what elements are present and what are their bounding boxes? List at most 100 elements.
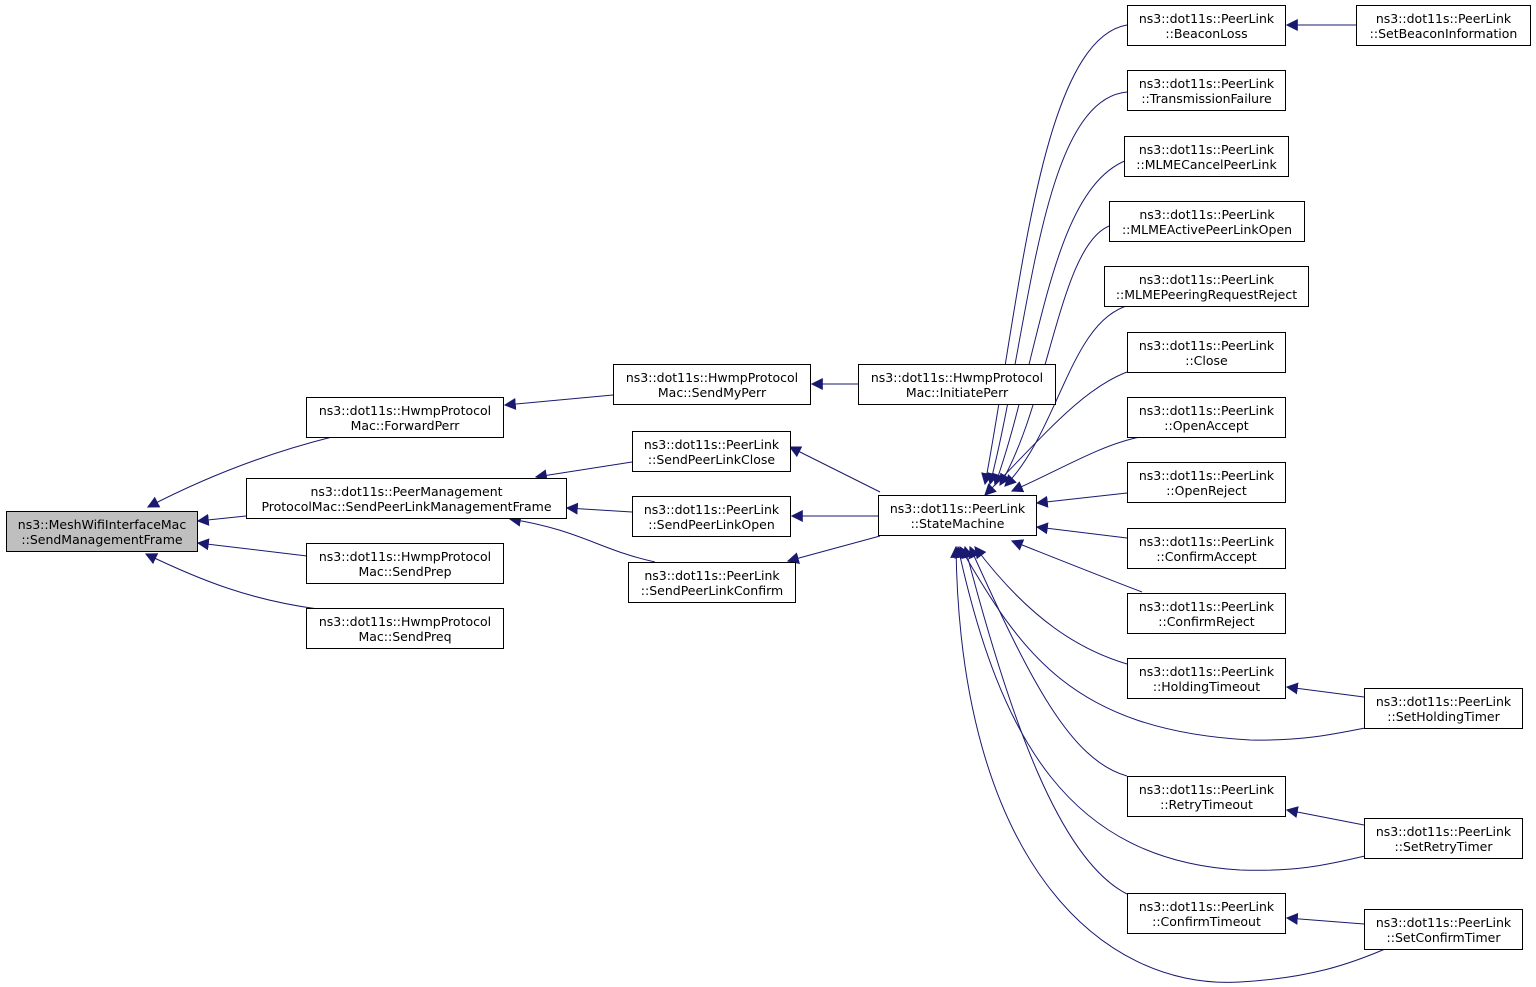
edge-sendpreq-root (144, 553, 319, 610)
edge-setholding-sm (959, 545, 1366, 741)
edge-splclose-spmgmt (534, 461, 633, 482)
edge-confaccept-sm (1035, 522, 1128, 539)
node-line-2: Mac::ForwardPerr (350, 417, 460, 433)
node-line-1: ns3::dot11s::PeerLink (1138, 781, 1275, 797)
edge-setholding-holdto (1285, 682, 1365, 698)
node-line-1: ns3::dot11s::PeerLink (643, 436, 780, 452)
node-line-1: ns3::dot11s::PeerManagement (310, 483, 503, 499)
node-mlme-peering-request-reject[interactable]: ns3::dot11s::PeerLink ::MLMEPeeringReque… (1104, 266, 1309, 307)
edge-sendprep-root (196, 538, 308, 557)
node-open-reject[interactable]: ns3::dot11s::PeerLink ::OpenReject (1127, 462, 1286, 503)
node-line-2: Mac::SendMyPerr (657, 384, 767, 400)
node-open-accept[interactable]: ns3::dot11s::PeerLink ::OpenAccept (1127, 397, 1286, 438)
node-holding-timeout[interactable]: ns3::dot11s::PeerLink ::HoldingTimeout (1127, 658, 1286, 699)
edge-confto-sm (961, 545, 1128, 895)
node-line-2: ::BeaconLoss (1165, 25, 1248, 41)
node-line-1: ns3::dot11s::PeerLink (644, 567, 780, 583)
node-line-1: ns3::dot11s::PeerLink (1138, 467, 1275, 483)
node-line-1: ns3::dot11s::PeerLink (643, 501, 780, 517)
node-line-1: ns3::dot11s::PeerLink (1138, 533, 1275, 549)
edge-setretry-sm (954, 545, 1366, 871)
node-line-2: ::HoldingTimeout (1152, 678, 1261, 694)
node-line-1: ns3::dot11s::PeerLink (1138, 271, 1275, 287)
node-line-2: ::MLMEPeeringRequestReject (1115, 286, 1298, 302)
edge-setconfirm-confto (1285, 912, 1365, 925)
node-line-2: Mac::SendPreq (358, 628, 452, 644)
node-forward-perr[interactable]: ns3::dot11s::HwmpProtocol Mac::ForwardPe… (306, 397, 504, 438)
edge-mlmereject-sm (1004, 304, 1131, 487)
node-line-1: ns3::dot11s::PeerLink (1139, 206, 1275, 222)
node-line-1: ns3::dot11s::PeerLink (1375, 914, 1512, 930)
node-send-peer-link-confirm[interactable]: ns3::dot11s::PeerLink ::SendPeerLinkConf… (628, 562, 796, 603)
node-line-1: ns3::dot11s::PeerLink (1375, 823, 1512, 839)
node-send-peer-link-open[interactable]: ns3::dot11s::PeerLink ::SendPeerLinkOpen (632, 496, 791, 537)
node-line-2: ProtocolMac::SendPeerLinkManagementFrame (261, 498, 552, 514)
node-line-2: ::TransmissionFailure (1141, 90, 1272, 106)
edge-fwdperr-root (146, 436, 333, 508)
node-send-prep[interactable]: ns3::dot11s::HwmpProtocol Mac::SendPrep (306, 543, 504, 584)
node-line-2: ::ConfirmReject (1158, 613, 1255, 629)
node-line-1: ns3::dot11s::PeerLink (1138, 141, 1275, 157)
node-beacon-loss[interactable]: ns3::dot11s::PeerLink ::BeaconLoss (1127, 5, 1286, 46)
node-send-peer-link-close[interactable]: ns3::dot11s::PeerLink ::SendPeerLinkClos… (632, 431, 791, 472)
node-send-my-perr[interactable]: ns3::dot11s::HwmpProtocol Mac::SendMyPer… (613, 364, 811, 405)
node-retry-timeout[interactable]: ns3::dot11s::PeerLink ::RetryTimeout (1127, 776, 1286, 817)
node-initiate-perr[interactable]: ns3::dot11s::HwmpProtocol Mac::InitiateP… (858, 364, 1056, 405)
edge-confreject-sm (1010, 539, 1143, 593)
edge-splopen-spmgmt (565, 502, 633, 515)
node-line-2: ::OpenReject (1166, 482, 1247, 498)
node-line-2: ::OpenAccept (1164, 417, 1249, 433)
node-line-1: ns3::dot11s::HwmpProtocol (318, 402, 492, 418)
edge-mlmeactive-sm (999, 224, 1113, 487)
node-line-1: ns3::dot11s::PeerLink (889, 500, 1026, 516)
edge-openaccept-sm (1010, 436, 1141, 493)
edge-statemach-splclose (788, 446, 881, 493)
node-confirm-reject[interactable]: ns3::dot11s::PeerLink ::ConfirmReject (1127, 593, 1286, 634)
node-line-2: ::ConfirmAccept (1156, 548, 1257, 564)
node-line-2: ::SetBeaconInformation (1369, 25, 1518, 41)
node-confirm-timeout[interactable]: ns3::dot11s::PeerLink ::ConfirmTimeout (1127, 893, 1286, 934)
edge-holdto-sm (974, 546, 1128, 665)
node-send-peer-link-management-frame[interactable]: ns3::dot11s::PeerManagement ProtocolMac:… (246, 478, 567, 519)
node-line-2: ::RetryTimeout (1160, 796, 1253, 812)
node-confirm-accept[interactable]: ns3::dot11s::PeerLink ::ConfirmAccept (1127, 528, 1286, 569)
node-mlme-active-peer-link-open[interactable]: ns3::dot11s::PeerLink ::MLMEActivePeerLi… (1109, 201, 1305, 242)
node-line-2: ::SendPeerLinkClose (647, 451, 776, 467)
edge-close-sm (984, 371, 1128, 496)
node-state-machine[interactable]: ns3::dot11s::PeerLink ::StateMachine (878, 495, 1037, 536)
edge-splconfirm-spmgmt (508, 514, 656, 563)
node-line-1: ns3::dot11s::HwmpProtocol (870, 369, 1044, 385)
edge-openreject-sm (1035, 492, 1128, 508)
node-close[interactable]: ns3::dot11s::PeerLink ::Close (1127, 332, 1286, 373)
node-set-confirm-timer[interactable]: ns3::dot11s::PeerLink ::SetConfirmTimer (1364, 909, 1523, 950)
node-line-1: ns3::dot11s::PeerLink (1138, 898, 1275, 914)
edge-sendmyperr-fwdperr (503, 394, 614, 410)
node-line-2: ::MLMEActivePeerLinkOpen (1121, 221, 1293, 237)
node-transmission-failure[interactable]: ns3::dot11s::PeerLink ::TransmissionFail… (1127, 70, 1286, 111)
edge-statemach-splconfirm (786, 535, 881, 564)
edge-spmgmt-root (196, 513, 247, 526)
node-send-preq[interactable]: ns3::dot11s::HwmpProtocol Mac::SendPreq (306, 608, 504, 649)
edge-retryto-sm (968, 545, 1128, 777)
node-line-2: ::SendManagementFrame (21, 531, 183, 547)
node-send-management-frame: ns3::MeshWifiInterfaceMac ::SendManageme… (6, 511, 198, 552)
node-line-1: ns3::MeshWifiInterfaceMac (17, 516, 187, 532)
node-line-2: ::SendPeerLinkConfirm (640, 582, 784, 598)
node-line-1: ns3::dot11s::PeerLink (1375, 10, 1512, 26)
node-line-1: ns3::dot11s::PeerLink (1138, 402, 1275, 418)
node-set-holding-timer[interactable]: ns3::dot11s::PeerLink ::SetHoldingTimer (1364, 688, 1523, 729)
node-line-2: ::MLMECancelPeerLink (1136, 156, 1277, 172)
node-line-2: ::ConfirmTimeout (1152, 913, 1261, 929)
edge-mlmecancel-sm (993, 159, 1128, 487)
node-line-1: ns3::dot11s::PeerLink (1138, 10, 1275, 26)
edge-setretry-retryto (1285, 806, 1365, 826)
node-line-1: ns3::dot11s::HwmpProtocol (625, 369, 799, 385)
edge-txfail-sm (986, 91, 1128, 486)
node-line-2: ::SetConfirmTimer (1386, 929, 1501, 945)
node-mlme-cancel-peer-link[interactable]: ns3::dot11s::PeerLink ::MLMECancelPeerLi… (1124, 136, 1289, 177)
node-set-retry-timer[interactable]: ns3::dot11s::PeerLink ::SetRetryTimer (1364, 818, 1523, 859)
node-set-beacon-information[interactable]: ns3::dot11s::PeerLink ::SetBeaconInforma… (1356, 5, 1531, 46)
node-line-1: ns3::dot11s::PeerLink (1138, 663, 1275, 679)
